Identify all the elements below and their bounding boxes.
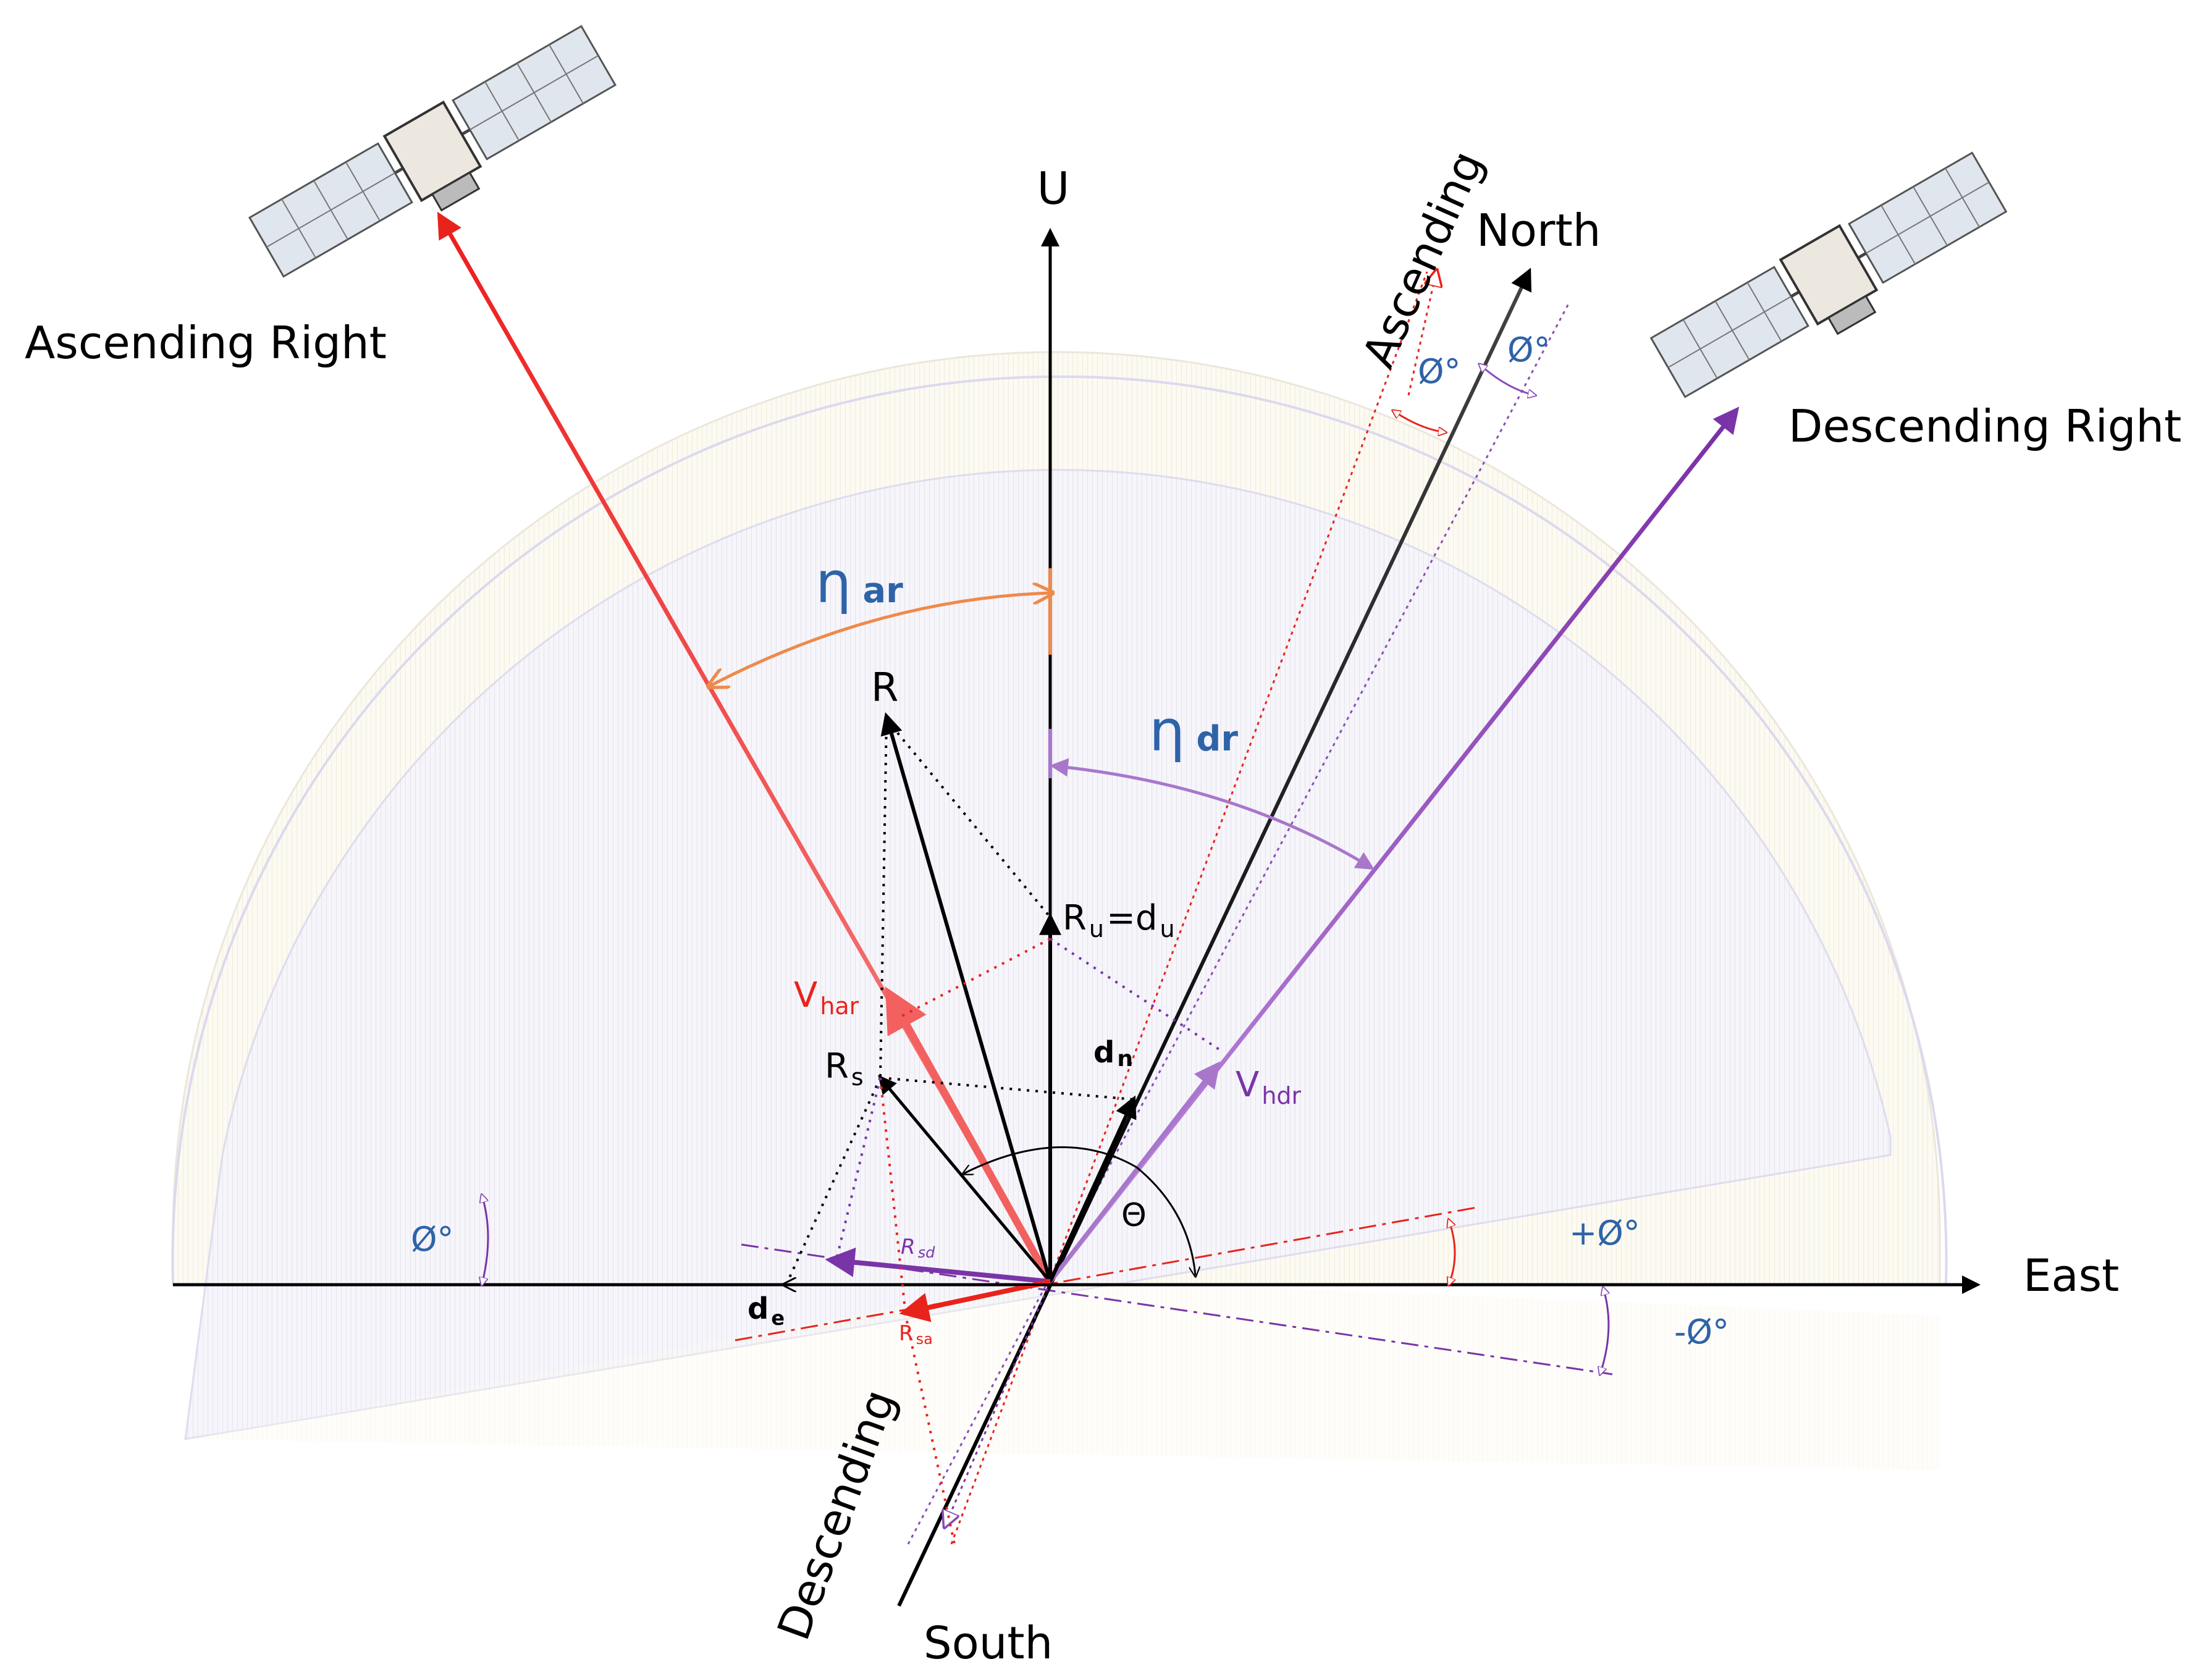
- hemisphere-background: [171, 351, 1948, 1470]
- east-label: East: [2023, 1250, 2119, 1301]
- phi-label-descending: Ø°: [1507, 330, 1551, 369]
- ru-du-label: R u =d u: [1063, 898, 1175, 943]
- minus-phi-label: -Ø°: [1674, 1312, 1729, 1351]
- u-axis-label: U: [1037, 162, 1070, 214]
- ascending-label: Ascending: [1352, 143, 1494, 375]
- eta-dr-arc: [1050, 758, 1375, 870]
- r-label: R: [871, 665, 898, 711]
- north-label: North: [1476, 204, 1601, 256]
- satellite-descending-icon: [1649, 151, 2008, 398]
- south-label: South: [924, 1617, 1053, 1669]
- v-har-label: V har: [794, 975, 859, 1020]
- de-label: d e: [748, 1292, 785, 1330]
- rs-label: R s: [825, 1046, 864, 1091]
- ascending-right-label: Ascending Right: [25, 317, 387, 369]
- ascending-axis-marker: [1407, 272, 1436, 396]
- descending-right-label: Descending Right: [1788, 400, 2181, 452]
- phi-label-left: Ø°: [411, 1220, 454, 1259]
- north-south-axis: [897, 267, 1531, 1607]
- v-hdr-label: V hdr: [1236, 1065, 1302, 1109]
- theta-arc: [964, 1146, 1195, 1275]
- eta-ar-label: η ar: [815, 550, 903, 616]
- phi-angle-markers: [482, 364, 1609, 1374]
- construction-lines: [786, 718, 1221, 1545]
- eta-dr-label: η dr: [1149, 698, 1238, 764]
- theta-label: Θ: [1121, 1197, 1147, 1234]
- rsa-vector: [899, 1279, 1051, 1322]
- eta-arcs: [710, 568, 1375, 870]
- rsd-label: R sd: [901, 1235, 935, 1261]
- rsa-label: R sa: [899, 1321, 933, 1348]
- dn-label: d n: [1093, 1035, 1133, 1072]
- eta-ar-arc: [710, 593, 1050, 686]
- phi-label-ascending: Ø°: [1418, 352, 1461, 391]
- plus-phi-label: +Ø°: [1569, 1214, 1640, 1253]
- satellite-ascending-icon: [248, 25, 617, 278]
